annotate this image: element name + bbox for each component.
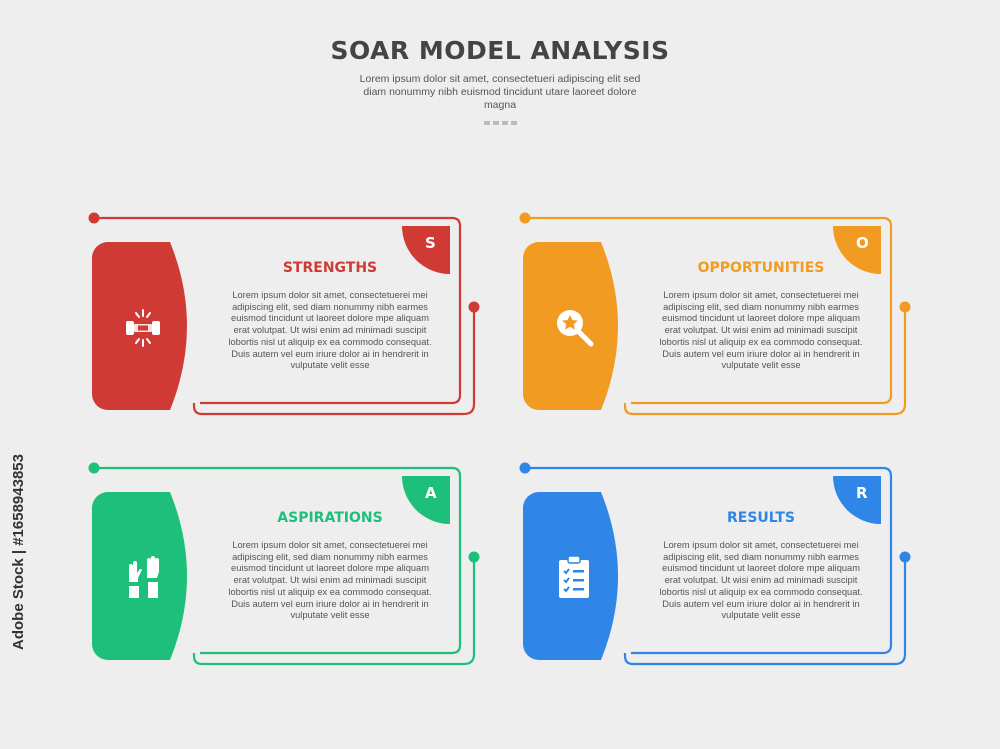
card-body-text: Lorem ipsum dolor sit amet, consectetuer… <box>659 540 863 621</box>
card-body-text: Lorem ipsum dolor sit amet, consectetuer… <box>228 540 432 621</box>
watermark-side-text: Adobe Stock | #1658943853 <box>10 454 27 650</box>
divider-dots <box>0 121 1000 125</box>
card-heading: STRENGTHS <box>282 260 378 276</box>
card-aspirations: A ASPIRATIONS Lorem ipsum dolor sit amet… <box>88 460 490 670</box>
card-frame <box>519 212 911 416</box>
dumbbell-icon <box>120 304 166 350</box>
card-side-panel <box>92 492 192 660</box>
card-frame <box>519 462 911 666</box>
card-heading: RESULTS <box>726 510 796 526</box>
raised-hands-icon <box>120 554 166 600</box>
card-heading: ASPIRATIONS <box>277 510 383 526</box>
card-opportunities: O OPPORTUNITIES Lorem ipsum dolor sit am… <box>519 210 921 420</box>
card-heading: OPPORTUNITIES <box>697 260 825 276</box>
card-body-text: Lorem ipsum dolor sit amet, consectetuer… <box>659 290 863 371</box>
page-subtitle: Lorem ipsum dolor sit amet, consectetuer… <box>359 73 641 111</box>
card-frame <box>88 212 480 416</box>
card-strengths: S STRENGTHS Lorem ipsum dolor sit amet, … <box>88 210 490 420</box>
card-side-panel <box>92 242 192 410</box>
card-frame <box>88 462 480 666</box>
clipboard-checklist-icon <box>551 554 597 600</box>
card-body-text: Lorem ipsum dolor sit amet, consectetuer… <box>228 290 432 371</box>
magnifier-star-icon <box>551 304 597 350</box>
page-title: SOAR MODEL ANALYSIS <box>330 36 670 65</box>
card-side-panel <box>523 492 623 660</box>
card-results: R RESULTS Lorem ipsum dolor sit amet, co… <box>519 460 921 670</box>
card-side-panel <box>523 242 623 410</box>
header: SOAR MODEL ANALYSIS Lorem ipsum dolor si… <box>0 36 1000 125</box>
